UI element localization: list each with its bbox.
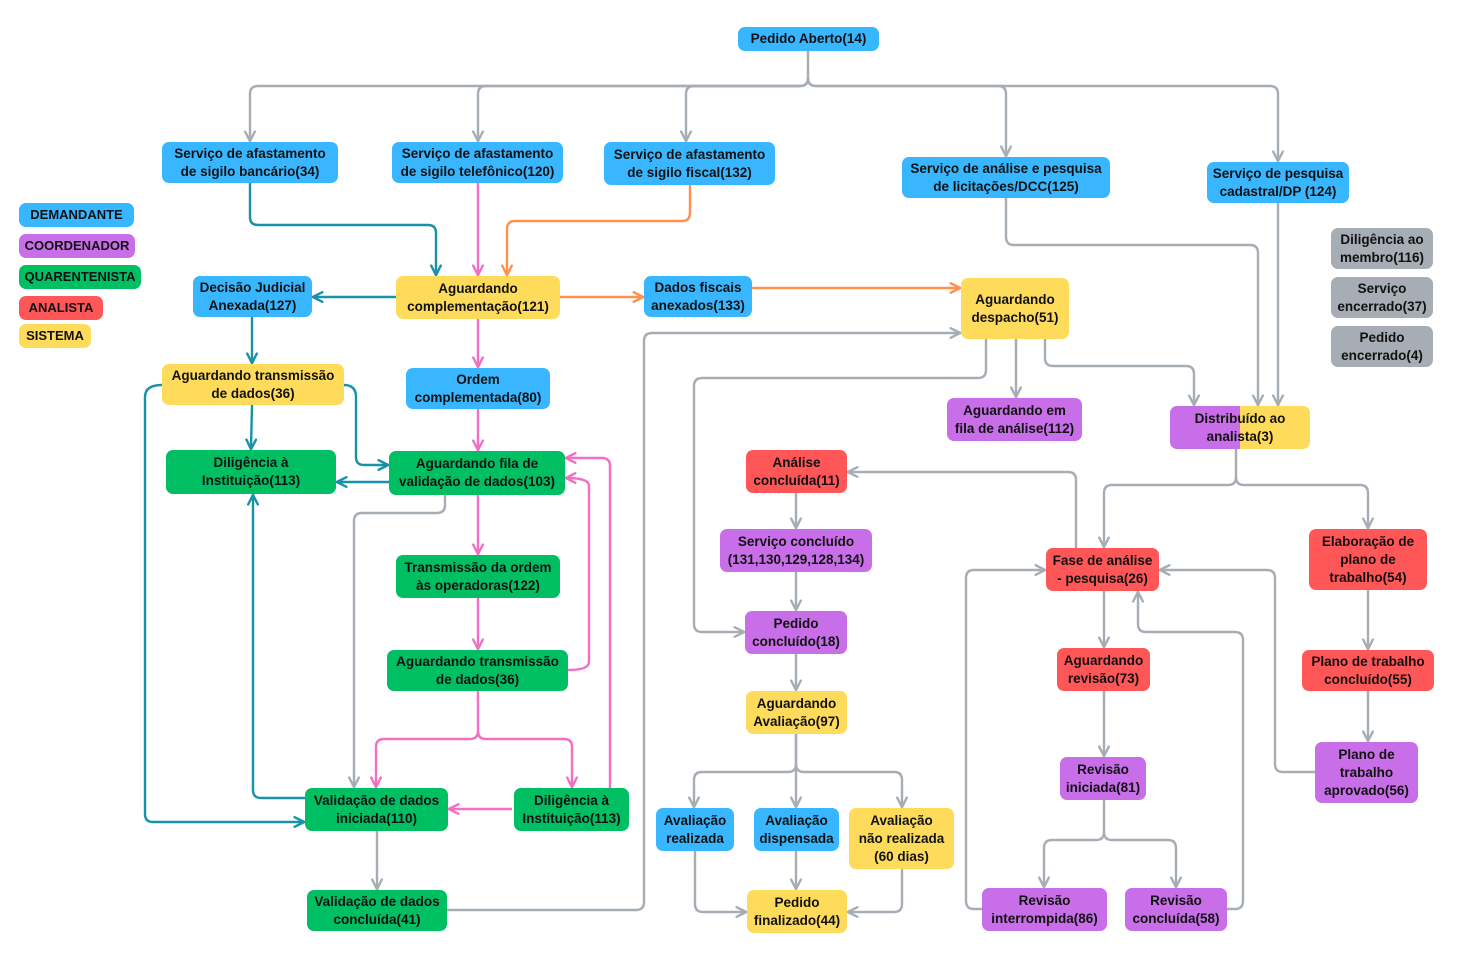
- edge-pedido_aberto-to-sigilo_fiscal: [686, 77, 810, 140]
- legend-coordenador: COORDENADOR: [19, 234, 135, 258]
- node-plano-aprovado: Plano de trabalho aprovado(56): [1315, 742, 1418, 803]
- node-pedido-encerrado: Pedido encerrado(4): [1331, 326, 1433, 367]
- edge-pedido_aberto-to-licitacoes: [806, 77, 1006, 155]
- legend-sistema: SISTEMA: [19, 324, 91, 348]
- node-transmissao-ordem: Transmissão da ordem às operadoras(122): [396, 555, 560, 598]
- edge-sigilo_bancario-to-aguardando_complementacao: [248, 183, 436, 274]
- edge-aguardando_transmissao_mid-to-diligencia_right: [476, 730, 572, 786]
- legend-demandante: DEMANDANTE: [19, 203, 134, 227]
- edge-aguardando_avaliacao-to-avaliacao_nao_realizada: [794, 763, 902, 806]
- node-plano-concluido: Plano de trabalho concluído(55): [1302, 650, 1434, 691]
- node-avaliacao-realizada: Avaliação realizada: [656, 808, 734, 851]
- edge-aguardando_despacho-to-distribuido: [1043, 339, 1194, 404]
- edge-avaliacao_realizada-to-pedido_finalizado: [693, 851, 745, 912]
- node-aguardando-complementacao: Aguardando complementação(121): [396, 276, 560, 319]
- legend-quarentenista: QUARENTENISTA: [19, 265, 141, 289]
- node-aguardando-avaliacao: Aguardando Avaliação(97): [746, 691, 847, 734]
- edge-aguardando_transmissao_top-to-validacao_iniciada: [143, 383, 303, 822]
- node-revisao-concluida: Revisão concluída(58): [1125, 888, 1227, 931]
- edge-licitacoes-to-distribuido: [1004, 198, 1258, 404]
- edge-fase_analise-to-analise_concluida: [849, 472, 1078, 548]
- node-fila-analise: Aguardando em fila de análise(112): [947, 398, 1082, 441]
- node-diligencia-left: Diligência à Instituição(113): [166, 450, 336, 494]
- node-validacao-concluida: Validação de dados concluída(41): [307, 890, 447, 931]
- edge-distribuido-to-fase_analise: [1104, 449, 1238, 546]
- node-avaliacao-dispensada: Avaliação dispensada: [754, 808, 839, 851]
- edge-avaliacao_nao_realizada-to-pedido_finalizado: [849, 869, 904, 912]
- edge-sigilo_fiscal-to-aguardando_complementacao: [507, 185, 692, 274]
- edge-revisao_iniciada-to-revisao_concluida: [1102, 831, 1176, 886]
- node-elaboracao-plano: Elaboração de plano de trabalho(54): [1309, 529, 1427, 590]
- node-aguardando-transmissao-mid: Aguardando transmissão de dados(36): [387, 650, 568, 691]
- node-revisao-iniciada: Revisão iniciada(81): [1060, 757, 1146, 800]
- node-aguardando-transmissao-top: Aguardando transmissão de dados(36): [162, 364, 344, 405]
- edge-distribuido-to-elaboracao_plano: [1234, 476, 1368, 527]
- node-licitacoes: Serviço de análise e pesquisa de licitaç…: [902, 157, 1110, 198]
- node-fila-validacao: Aguardando fila de validação de dados(10…: [389, 451, 565, 495]
- edge-aguardando_transmissao_top-to-fila_validacao: [343, 383, 387, 465]
- node-servico-concluido: Serviço concluído (131,130,129,128,134): [720, 529, 872, 572]
- node-sigilo-fiscal: Serviço de afastamento de sigilo fiscal(…: [604, 142, 775, 185]
- node-aguardando-revisao: Aguardando revisão(73): [1057, 648, 1150, 691]
- edge-revisao_interrompida-to-fase_analise: [964, 570, 1044, 911]
- edge-plano_aprovado-to-fase_analise: [1161, 570, 1315, 774]
- edge-pedido_aberto-to-sigilo_telefonico: [478, 77, 810, 140]
- edge-aguardando_transmissao_top-to-diligencia_left: [251, 404, 252, 448]
- edge-revisao_iniciada-to-revisao_interrompida: [1044, 800, 1106, 886]
- edge-validacao_iniciada-to-diligencia_left: [253, 496, 305, 800]
- edge-fila_validacao-to-validacao_iniciada: [354, 495, 447, 786]
- legend-analista: ANALISTA: [19, 296, 103, 320]
- node-avaliacao-nao-realizada: Avaliação não realizada (60 dias): [849, 808, 954, 869]
- node-sigilo-bancario: Serviço de afastamento de sigilo bancári…: [162, 142, 338, 183]
- node-pesquisa-cadastral: Serviço de pesquisa cadastral/DP (124): [1207, 162, 1349, 203]
- node-aguardando-despacho: Aguardando despacho(51): [961, 278, 1069, 339]
- node-decisao-judicial: Decisão Judicial Anexada(127): [193, 276, 312, 317]
- node-validacao-iniciada: Validação de dados iniciada(110): [305, 788, 448, 831]
- edge-aguardando_transmissao_mid-to-validacao_iniciada: [376, 691, 480, 786]
- edge-validacao_concluida-to-aguardando_despacho: [447, 333, 959, 912]
- edge-aguardando_avaliacao-to-avaliacao_realizada: [694, 734, 798, 806]
- node-ordem-complementada: Ordem complementada(80): [406, 368, 550, 409]
- node-distribuido: Distribuído ao analista(3): [1170, 406, 1310, 449]
- edge-pedido_aberto-to-sigilo_bancario: [250, 51, 810, 140]
- node-dados-fiscais: Dados fiscais anexados(133): [644, 276, 752, 317]
- node-analise-concluida: Análise concluída(11): [746, 450, 847, 493]
- edge-revisao_concluida-to-fase_analise: [1138, 593, 1245, 911]
- node-fase-analise: Fase de análise - pesquisa(26): [1046, 548, 1159, 591]
- edge-pedido_aberto-to-pesquisa_cadastral: [806, 77, 1278, 160]
- node-diligencia-membro: Diligência ao membro(116): [1331, 228, 1433, 269]
- node-revisao-interrompida: Revisão interrompida(86): [982, 888, 1107, 931]
- edge-aguardando_despacho-to-pedido_concluido: [692, 339, 988, 632]
- node-servico-encerrado: Serviço encerrado(37): [1331, 277, 1433, 318]
- edge-diligencia_right-to-fila_validacao: [567, 458, 612, 788]
- node-sigilo-telefonico: Serviço de afastamento de sigilo telefôn…: [392, 142, 563, 183]
- edge-aguardando_transmissao_mid-to-fila_validacao: [567, 478, 591, 672]
- node-pedido-concluido: Pedido concluído(18): [745, 611, 847, 654]
- node-pedido-finalizado: Pedido finalizado(44): [747, 890, 847, 933]
- node-diligencia-right: Diligência à Instituição(113): [514, 788, 629, 831]
- node-pedido-aberto: Pedido Aberto(14): [738, 27, 879, 51]
